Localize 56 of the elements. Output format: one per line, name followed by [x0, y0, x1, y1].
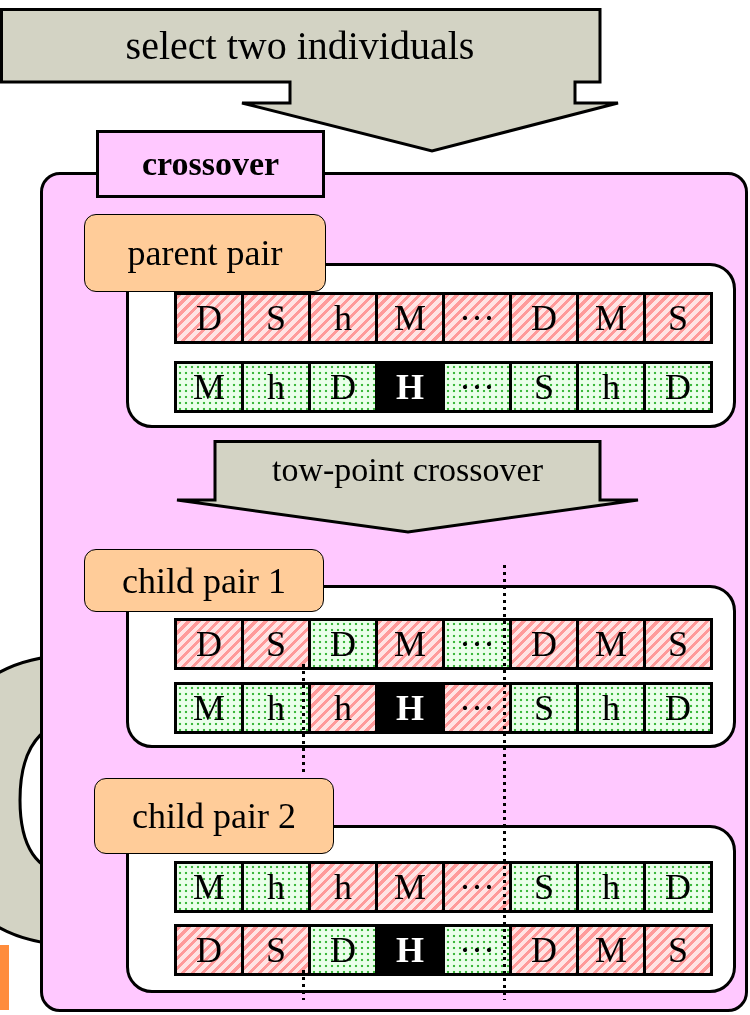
gene-cell: H [375, 924, 445, 976]
gene-cell: S [509, 361, 579, 413]
gene-cell: h [576, 861, 646, 913]
gene-cell: M [576, 924, 646, 976]
gene-cell: D [308, 618, 378, 670]
gene-cell: S [241, 924, 311, 976]
gene-cell: M [375, 618, 445, 670]
gene-cell: H [375, 361, 445, 413]
gene-cell: S [643, 618, 713, 670]
gene-cell: h [308, 861, 378, 913]
gene-cell: S [643, 292, 713, 344]
gene-cell: D [509, 924, 579, 976]
gene-cell: M [174, 361, 244, 413]
gene-cell: ··· [442, 361, 512, 413]
pair-tab: child pair 1 [84, 549, 324, 612]
gene-cell: D [308, 924, 378, 976]
gene-cell: h [241, 682, 311, 734]
gene-cell: D [174, 618, 244, 670]
gene-cell: D [308, 361, 378, 413]
block-arrow [175, 440, 640, 534]
arrow-text: tow-point crossover [271, 450, 544, 490]
gene-cell: D [643, 861, 713, 913]
gene-cell: D [174, 292, 244, 344]
gene-cell: h [308, 682, 378, 734]
gene-cell: h [241, 861, 311, 913]
block-arrow [0, 8, 620, 153]
gene-cell: S [241, 618, 311, 670]
gene-cell: D [174, 924, 244, 976]
section-tab: crossover [96, 130, 325, 198]
gene-cell: D [643, 361, 713, 413]
gene-cell: h [241, 361, 311, 413]
gene-cell: ··· [442, 618, 512, 670]
gene-cell: D [509, 292, 579, 344]
gene-cell: h [308, 292, 378, 344]
gene-cell: h [576, 682, 646, 734]
gene-cell: M [375, 861, 445, 913]
pair-tab: parent pair [84, 214, 326, 292]
pair-tab: child pair 2 [94, 778, 334, 854]
gene-cell: M [375, 292, 445, 344]
gene-cell: H [375, 682, 445, 734]
gene-cell: M [174, 861, 244, 913]
gene-cell: h [576, 361, 646, 413]
gene-cell: ··· [442, 682, 512, 734]
gene-cell: ··· [442, 924, 512, 976]
gene-cell: M [576, 292, 646, 344]
arrow-text: select two individuals [124, 21, 476, 70]
gene-cell: ··· [442, 292, 512, 344]
gene-cell: M [576, 618, 646, 670]
gene-cell: S [241, 292, 311, 344]
gene-cell: S [509, 682, 579, 734]
gene-cell: D [643, 682, 713, 734]
gene-cell: S [643, 924, 713, 976]
gene-cell: ··· [442, 861, 512, 913]
gene-cell: D [509, 618, 579, 670]
gene-cell: M [174, 682, 244, 734]
gene-cell: S [509, 861, 579, 913]
